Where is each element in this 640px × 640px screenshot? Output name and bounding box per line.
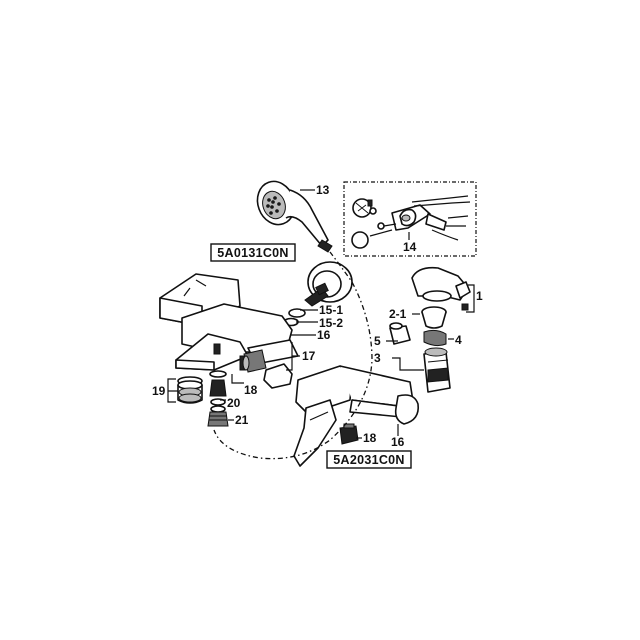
label-4: 4 <box>455 333 462 347</box>
model-code-bath: 5A0131C0N <box>217 246 289 260</box>
bath-mixer-body <box>159 273 299 371</box>
model-label-shower: 5A2031C0N <box>326 450 412 469</box>
shower-holder-inset <box>343 181 477 257</box>
label-16-shower: 16 <box>391 435 405 449</box>
label-17: 17 <box>302 349 316 363</box>
cartridge-handle-assembly <box>389 266 471 393</box>
label-19: 19 <box>152 384 166 398</box>
wall-flange-part <box>283 261 353 327</box>
label-3: 3 <box>374 351 381 365</box>
label-5: 5 <box>374 334 381 348</box>
aerator-stack <box>177 370 229 427</box>
label-20: 20 <box>227 396 241 410</box>
part-labels: 13 14 1 2-1 5 4 3 15-1 15-2 16 17 18 19 … <box>152 183 483 449</box>
hand-shower-part <box>256 180 333 253</box>
diverter-parts <box>239 349 293 389</box>
label-21: 21 <box>235 413 249 427</box>
label-2-1: 2-1 <box>389 307 407 321</box>
shower-mixer-body <box>293 365 420 467</box>
label-18-bath: 18 <box>244 383 258 397</box>
label-15-1: 15-1 <box>319 303 343 317</box>
model-label-bath: 5A0131C0N <box>210 243 296 262</box>
model-code-shower: 5A2031C0N <box>333 453 405 467</box>
label-15-2: 15-2 <box>319 316 343 330</box>
label-1: 1 <box>476 289 483 303</box>
label-13: 13 <box>316 183 330 197</box>
label-14: 14 <box>403 240 417 254</box>
label-16-bath: 16 <box>317 328 331 342</box>
label-18-shower: 18 <box>363 431 377 445</box>
leader-lines <box>167 189 475 439</box>
